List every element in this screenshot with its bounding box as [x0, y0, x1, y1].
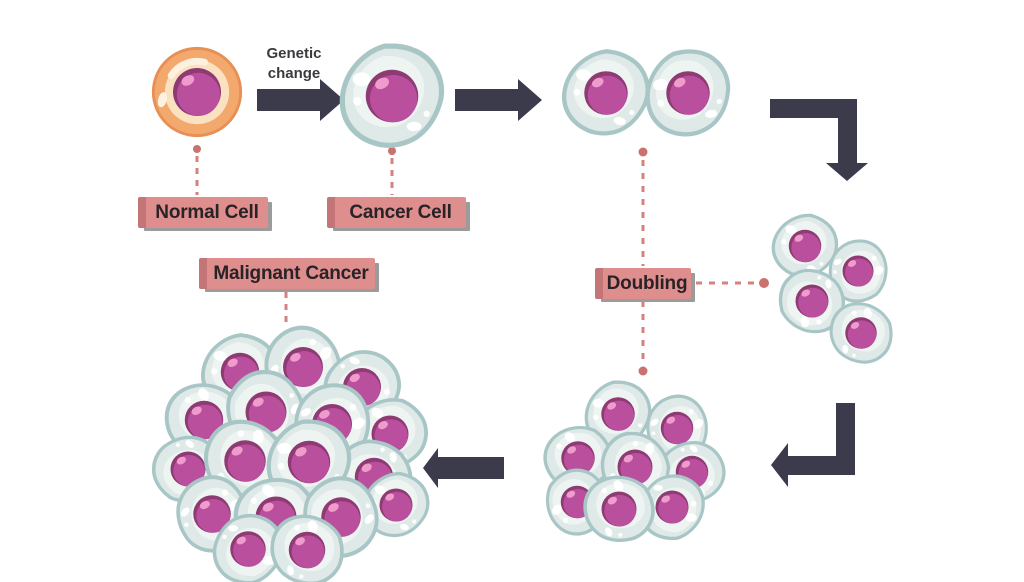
- genetic-change-annotation: Genetic change: [266, 45, 322, 82]
- cell-nucleus: [795, 284, 829, 318]
- cell-nucleus: [660, 411, 694, 445]
- cell-nucleus: [601, 397, 635, 431]
- arrow-elbow-left: [771, 403, 855, 487]
- arrow-to-malignant: [423, 448, 504, 488]
- label-cancer-cell: Cancer Cell: [327, 197, 466, 228]
- connector-doubling-right: [696, 278, 769, 288]
- cell-nucleus: [288, 531, 326, 569]
- label-normal-cell: Normal Cell: [138, 197, 268, 228]
- connector-doubling-down: [638, 301, 648, 376]
- cell-nucleus: [842, 255, 874, 287]
- cell-nucleus: [379, 488, 413, 522]
- arrow-division-1: [455, 79, 542, 121]
- cancer-cell-figure: [340, 44, 444, 148]
- cell-nucleus: [287, 440, 331, 484]
- connector-cancer-cell: [388, 147, 396, 195]
- cell-nucleus: [666, 71, 710, 115]
- arrow-genetic-change: [257, 79, 344, 121]
- connector-doubling-up: [638, 147, 648, 266]
- cell-nucleus: [788, 229, 822, 263]
- cell-nucleus: [224, 440, 266, 482]
- cell-nucleus: [655, 490, 689, 524]
- two-cell-figure: [556, 41, 739, 144]
- four-cell-figure: [764, 204, 901, 369]
- label-doubling: Doubling: [595, 268, 691, 299]
- cell-nucleus: [601, 491, 637, 527]
- cell-nucleus: [230, 531, 266, 567]
- label-malignant-cancer: Malignant Cancer: [199, 258, 375, 289]
- cell-nucleus: [365, 69, 419, 123]
- normal-cell-figure: [152, 47, 242, 137]
- connector-normal-cell: [193, 145, 201, 195]
- cell-nucleus: [845, 317, 877, 349]
- eight-cell-figure: [531, 381, 737, 557]
- cell-nucleus: [584, 71, 628, 115]
- cell-nucleus: [173, 68, 221, 116]
- malignant-cluster-figure: [139, 313, 440, 582]
- arrow-elbow-down: [770, 99, 868, 181]
